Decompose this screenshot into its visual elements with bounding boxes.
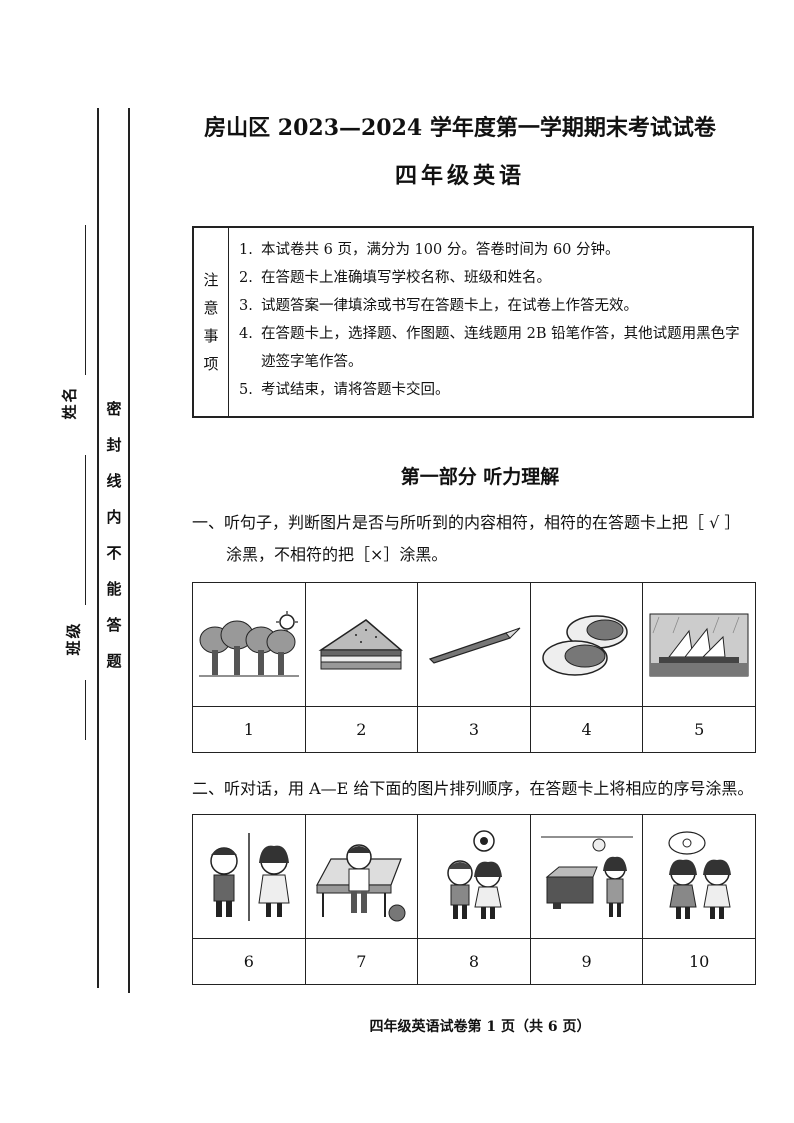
slippers-image [529,582,644,707]
seal-char: 内 [106,508,122,526]
class-underline-2 [85,680,86,740]
seal-char: 不 [106,544,122,562]
seal-char: 线 [106,472,122,490]
watch-kids-image [642,814,756,939]
notice-item: 3.试题答案一律填涂或书写在答题卡上，在试卷上作答无效。 [239,298,638,314]
picture-number: 8 [417,938,531,985]
football-kids-image [417,814,531,939]
notice-item: 4.在答题卡上，选择题、作图题、连线题用 2B 铅笔作答，其他试题用黑色字迹签字… [239,326,740,370]
picture-number: 9 [529,938,644,985]
seal-char: 密 [106,400,122,418]
opera-house-image [642,582,756,707]
class-label: 班级 [64,621,83,656]
page-footer: 四年级英语试卷第 1 页（共 6 页） [369,1019,591,1035]
seal-char: 答 [106,616,122,634]
notice-item: 1.本试卷共 6 页，满分为 100 分。答卷时间为 60 分钟。 [239,242,620,258]
class-underline [85,455,86,605]
notice-item: 2.在答题卡上准确填写学校名称、班级和姓名。 [239,270,551,286]
picture-number: 4 [529,706,644,753]
question1-line1: 一、听句子，判断图片是否与所听到的内容相符，相符的在答题卡上把［ √ ］ [192,513,741,532]
margin-line-outer [97,108,99,988]
bench-boy-image [304,814,419,939]
pencil-image [417,582,531,707]
sandwich-image [304,582,419,707]
seal-char: 能 [106,580,122,598]
bedroom-girl-image [529,814,644,939]
notice-list: 1.本试卷共 6 页，满分为 100 分。答卷时间为 60 分钟。 2.在答题卡… [229,228,752,416]
seal-char: 题 [106,652,122,670]
picture-number: 1 [192,706,306,753]
picture-number: 7 [304,938,419,985]
name-label: 姓名 [60,385,79,420]
section-title: 第一部分 听力理解 [400,466,560,488]
notice-heading-char: 项 [203,355,219,373]
notice-heading-char: 事 [203,327,219,345]
notice-heading-char: 注 [203,271,219,289]
name-underline [85,225,86,375]
exam-title: 房山区 2023—2024 学年度第一学期期末考试试卷 [204,115,716,141]
picture-number: 10 [642,938,756,985]
notice-item: 5.考试结束，请将答题卡交回。 [239,382,450,398]
notice-heading: 注 意 事 项 [194,228,229,416]
picture-number: 6 [192,938,306,985]
question2-line1: 二、听对话，用 A—E 给下面的图片排列顺序，在答题卡上将相应的序号涂黑。 [192,779,754,798]
picture-number: 5 [642,706,756,753]
exam-subtitle: 四年级英语 [394,163,525,189]
notice-heading-char: 意 [203,299,219,317]
picture-number: 3 [417,706,531,753]
picture-number: 2 [304,706,419,753]
question1-line2: 涂黑，不相符的把［×］涂黑。 [226,545,448,564]
phone-call-image [192,814,306,939]
notice-box: 注 意 事 项 1.本试卷共 6 页，满分为 100 分。答卷时间为 60 分钟… [192,226,754,418]
seal-char: 封 [106,436,122,454]
question1-table: 1 2 3 4 5 [192,582,756,753]
margin-line-inner [128,108,130,993]
trees-image [192,582,306,707]
seal-line-text: 密 封 线 内 不 能 答 题 [104,398,124,686]
question2-table: 6 7 8 9 10 [192,814,756,985]
